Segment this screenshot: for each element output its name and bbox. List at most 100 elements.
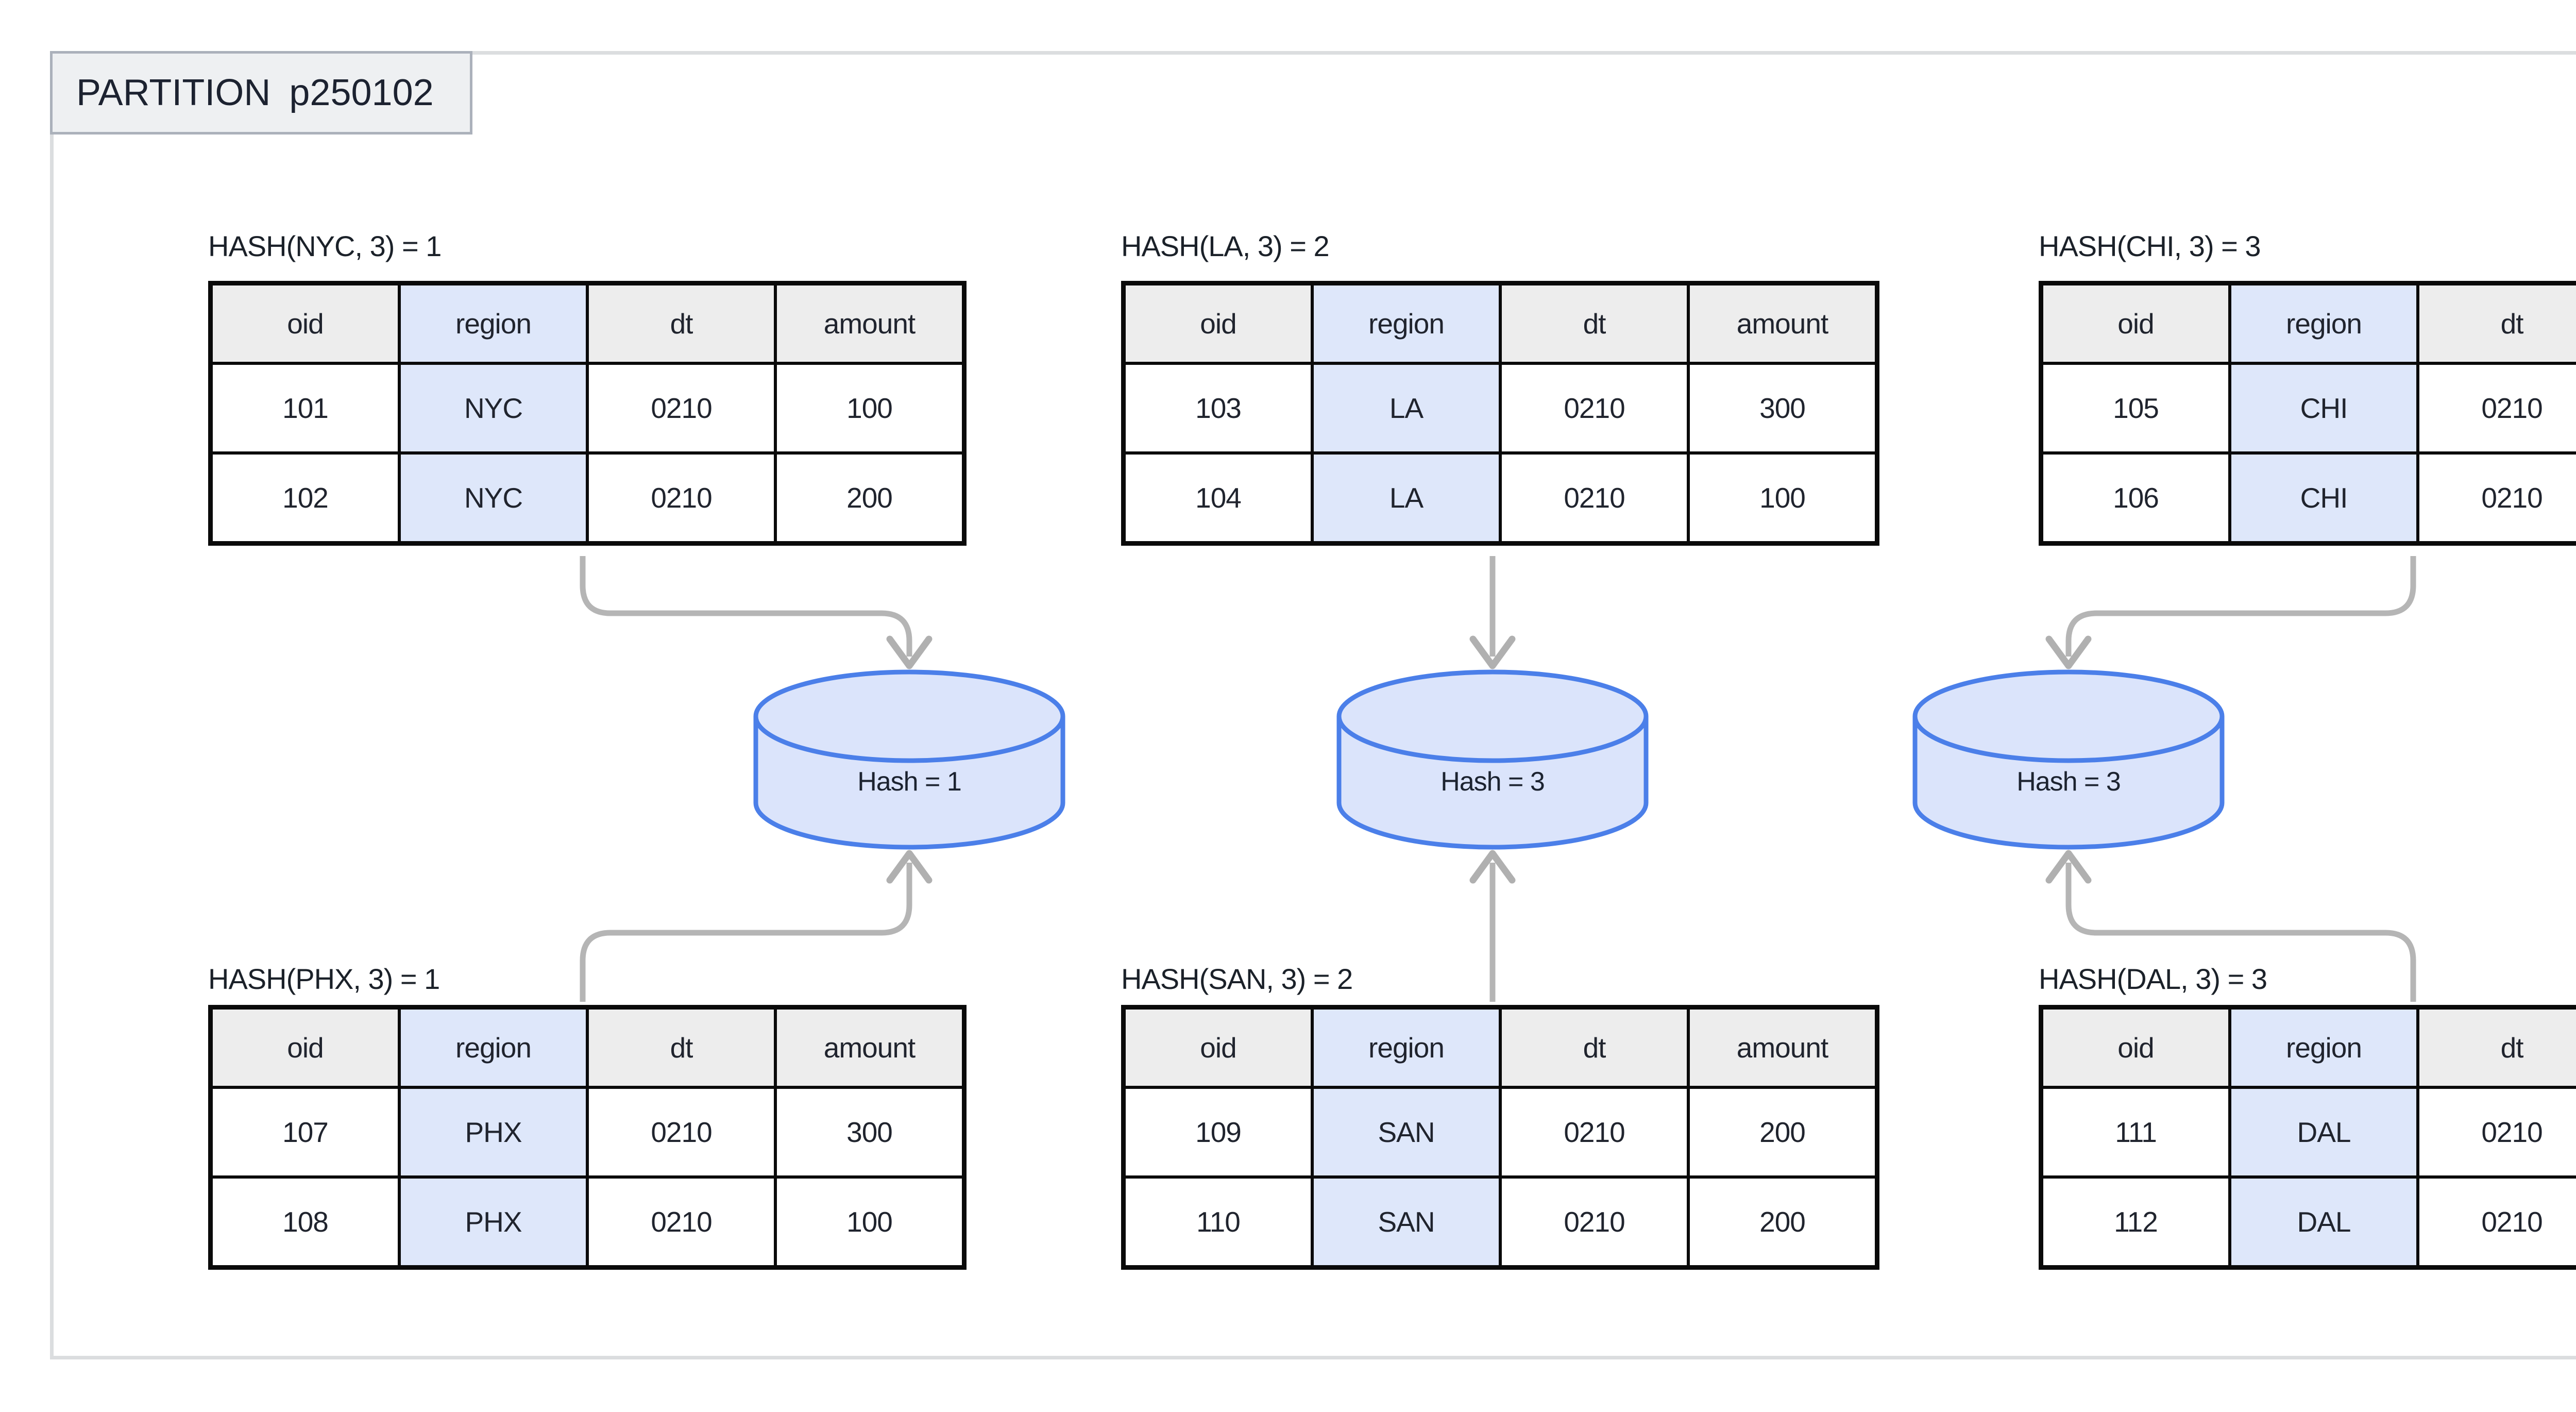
cell-amount: 100 [774,1175,966,1269]
col-header-dt: dt [586,281,777,365]
arrow-dal-to-hash3 [2065,863,2416,1002]
col-header-dt: dt [586,1005,777,1089]
col-header-oid: oid [2039,1005,2231,1089]
cell-amount: 300 [774,1086,966,1179]
table-row: 112 DAL 0210 200 [2039,1175,2576,1269]
orders-table-san: oid region dt amount 109 SAN 0210 200 11… [1121,1005,1879,1270]
col-header-oid: oid [209,1005,401,1089]
partition-frame [50,51,2576,1359]
arrow-shafts [580,556,2416,1002]
table-row: 107 PHX 0210 300 [209,1086,966,1179]
table-row: 102 NYC 0210 200 [209,451,966,545]
col-header-dt: dt [1499,1005,1690,1089]
table-header-row: oid region dt amount [209,1005,966,1089]
partition-title-box: PARTITION p250102 [50,51,472,135]
hash-bucket-cylinder-1 [753,669,1065,850]
table-header-row: oid region dt amount [2039,281,2576,365]
col-header-amount: amount [774,1005,966,1089]
col-header-oid: oid [1122,1005,1314,1089]
cell-dt: 0210 [2416,362,2576,455]
cell-region: PHX [398,1175,589,1269]
arrow-phx-to-hash1 [580,863,912,1002]
arrow-chi-to-hash3 [2065,556,2416,657]
cell-dt: 0210 [2416,1175,2576,1269]
cell-region: CHI [2228,362,2419,455]
cell-region: NYC [398,451,589,545]
col-header-region: region [1311,281,1502,365]
arrowhead-up-icon [2045,850,2092,884]
col-header-region: region [2228,281,2419,365]
cell-oid: 105 [2039,362,2231,455]
partition-title: PARTITION p250102 [76,72,434,113]
cell-oid: 101 [209,362,401,455]
table-header-row: oid region dt amount [1122,281,1879,365]
orders-table-la: oid region dt amount 103 LA 0210 300 104… [1121,281,1879,546]
hash-formula-label: HASH(CHI, 3) = 3 [2039,230,2261,262]
col-header-region: region [398,281,589,365]
col-header-dt: dt [2416,1005,2576,1089]
arrow-heads [886,635,2092,884]
cell-oid: 110 [1122,1175,1314,1269]
orders-table-chi: oid region dt amount 105 CHI 0210 200 10… [2039,281,2576,546]
cell-region: SAN [1311,1086,1502,1179]
hash-formula-label: HASH(SAN, 3) = 2 [1121,963,1353,995]
table-row: 106 CHI 0210 100 [2039,451,2576,545]
cell-oid: 108 [209,1175,401,1269]
cell-dt: 0210 [586,451,777,545]
cell-oid: 104 [1122,451,1314,545]
cell-region: PHX [398,1086,589,1179]
table-row: 109 SAN 0210 200 [1122,1086,1879,1179]
col-header-amount: amount [1687,1005,1879,1089]
cell-dt: 0210 [586,1175,777,1269]
table-header-row: oid region dt amount [2039,1005,2576,1089]
cell-dt: 0210 [586,362,777,455]
cell-dt: 0210 [1499,1175,1690,1269]
cell-oid: 103 [1122,362,1314,455]
orders-table-dal: oid region dt amount 111 DAL 0210 100 11… [2039,1005,2576,1270]
cell-region: LA [1311,451,1502,545]
cell-region: DAL [2228,1086,2419,1179]
cell-oid: 112 [2039,1175,2231,1269]
arrowhead-down-icon [1469,635,1516,669]
table-row: 108 PHX 0210 100 [209,1175,966,1269]
col-header-amount: amount [774,281,966,365]
cylinder-label: Hash = 3 [1440,767,1545,797]
cell-oid: 109 [1122,1086,1314,1179]
hash-formula-label: HASH(PHX, 3) = 1 [208,963,440,995]
hash-formula-label: HASH(NYC, 3) = 1 [208,230,442,262]
cell-amount: 100 [1687,451,1879,545]
table-row: 103 LA 0210 300 [1122,362,1879,455]
cell-region: NYC [398,362,589,455]
col-header-oid: oid [2039,281,2231,365]
col-header-oid: oid [1122,281,1314,365]
arrowhead-down-icon [2045,635,2092,669]
cell-amount: 100 [774,362,966,455]
cell-oid: 106 [2039,451,2231,545]
cylinder-label: Hash = 3 [2016,767,2121,797]
table-row: 105 CHI 0210 200 [2039,362,2576,455]
cell-region: SAN [1311,1175,1502,1269]
col-header-region: region [398,1005,589,1089]
table-row: 104 LA 0210 100 [1122,451,1879,545]
col-header-region: region [2228,1005,2419,1089]
col-header-dt: dt [1499,281,1690,365]
cell-oid: 107 [209,1086,401,1179]
cylinder-top [753,669,1065,763]
hash-bucket-cylinder-3 [1912,669,2225,850]
col-header-dt: dt [2416,281,2576,365]
orders-table-phx: oid region dt amount 107 PHX 0210 300 10… [208,1005,967,1270]
table-header-row: oid region dt amount [209,281,966,365]
cell-dt: 0210 [1499,1086,1690,1179]
cylinder-top [1912,669,2225,763]
cell-amount: 200 [1687,1086,1879,1179]
cell-dt: 0210 [586,1086,777,1179]
cell-dt: 0210 [2416,1086,2576,1179]
arrowhead-up-icon [886,850,933,884]
table-row: 110 SAN 0210 200 [1122,1175,1879,1269]
table-row: 101 NYC 0210 100 [209,362,966,455]
cylinder-label: Hash = 1 [857,767,962,797]
cylinder-top [1336,669,1649,763]
table-header-row: oid region dt amount [1122,1005,1879,1089]
